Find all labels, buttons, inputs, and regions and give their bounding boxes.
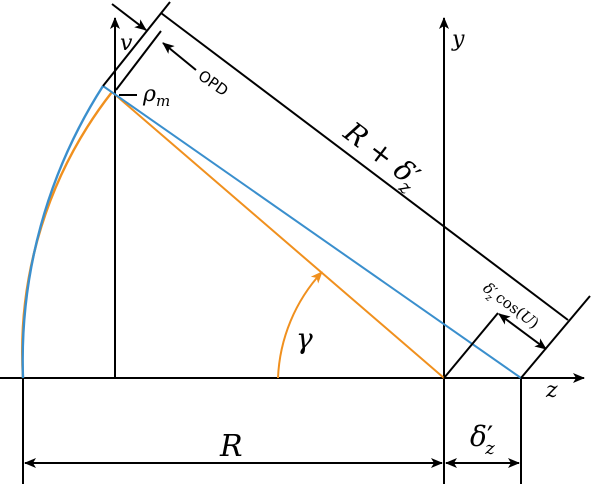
r-plus-delta-label: R + δ′z xyxy=(333,115,427,200)
blue-wavefront-arc xyxy=(21,85,105,379)
top-small-guide xyxy=(115,30,162,91)
r-label: R xyxy=(219,429,243,464)
gamma-label: γ xyxy=(296,322,313,355)
y-axis-label: y xyxy=(451,27,465,52)
blue-ray xyxy=(102,85,522,379)
rho-symbol: ρ xyxy=(142,82,156,107)
rho-subscript: m xyxy=(156,92,170,110)
delta-label: δ′z xyxy=(470,420,495,459)
top-left-arrow xyxy=(111,3,147,31)
orange-reference-arc xyxy=(21,91,113,379)
delta-cos-guide xyxy=(443,312,499,379)
r-plus-delta-dimension-line xyxy=(160,12,569,321)
perp-guide-upper xyxy=(102,1,171,87)
delta-prime: ′ xyxy=(487,420,493,453)
z-axis-label: z xyxy=(545,378,558,403)
v-axis-label: v xyxy=(120,31,133,56)
rho-label: ρm xyxy=(142,82,170,110)
delta-symbol: δ xyxy=(470,420,487,453)
delta-subscript: z xyxy=(484,438,495,459)
perp-guide-lower xyxy=(520,295,591,379)
opd-arrow xyxy=(162,42,197,71)
orange-ray xyxy=(111,91,445,379)
delta-cos-arrow xyxy=(498,313,547,350)
gamma-angle-arc xyxy=(277,271,323,379)
opd-label: OPD xyxy=(195,67,232,100)
